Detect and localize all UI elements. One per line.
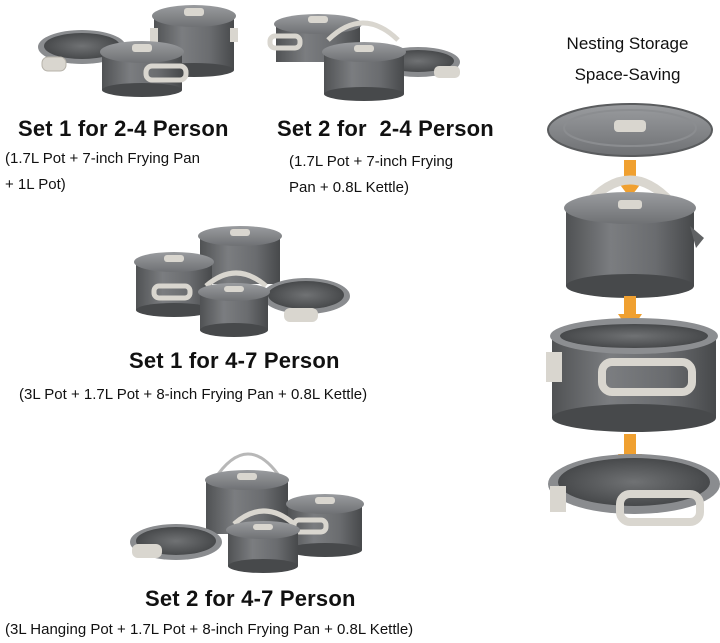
set2-large-title: Set 2 for 4-7 Person (145, 586, 356, 611)
set2-small-image (267, 14, 460, 101)
set2-large-desc-line1: (3L Hanging Pot + 1.7L Pot + 8-inch Fryi… (5, 621, 414, 638)
set2-large-image (130, 452, 364, 573)
set1-large-desc-line1: (3L Pot + 1.7L Pot + 8-inch Frying Pan +… (19, 386, 368, 403)
set1-large-desc: (3L Pot + 1.7L Pot + 8-inch Frying Pan +… (19, 382, 519, 408)
set1-large-title: Set 1 for 4-7 Person (129, 348, 340, 373)
set1-small-desc-line1: (1.7L Pot + 7-inch Frying Pan (5, 150, 200, 167)
nesting-pot (546, 318, 718, 432)
nesting-caption-line1: Nesting Storage (566, 34, 689, 53)
set1-small-desc: (1.7L Pot + 7-inch Frying Pan + 1L Pot) (5, 146, 275, 198)
set1-small-title: Set 1 for 2-4 Person (18, 116, 229, 141)
set2-small-desc: (1.7L Pot + 7-inch Frying Pan + 0.8L Ket… (289, 149, 529, 201)
nesting-caption-line2: Space-Saving (574, 65, 681, 84)
nesting-stack-image (546, 103, 720, 526)
set2-small-desc-line2: Pan + 0.8L Kettle) (289, 179, 409, 196)
set1-small-image (38, 5, 238, 97)
nesting-caption: Nesting Storage Space-Saving (540, 28, 715, 90)
nesting-kettle (564, 175, 704, 298)
set1-large-image (134, 226, 350, 337)
nesting-pan (548, 454, 720, 526)
set1-small-desc-line2: + 1L Pot) (5, 176, 66, 193)
set2-large-desc: (3L Hanging Pot + 1.7L Pot + 8-inch Fryi… (5, 617, 565, 643)
set2-small-title: Set 2 for 2-4 Person (277, 116, 494, 141)
set2-small-desc-line1: (1.7L Pot + 7-inch Frying (289, 153, 454, 170)
